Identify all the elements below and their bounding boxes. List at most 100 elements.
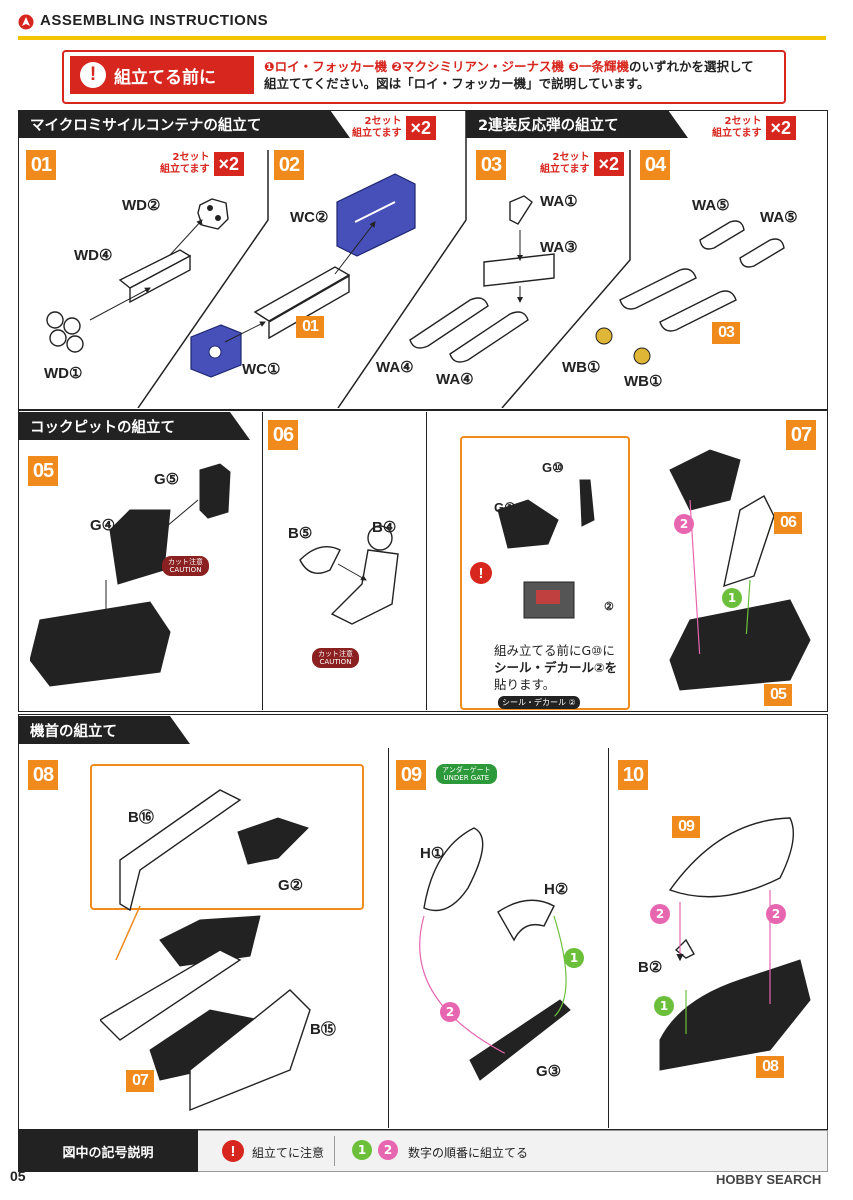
x2-mult: ×2 [213,152,245,176]
step-ref-06: 06 [774,512,802,534]
step-ref-09: 09 [672,816,700,838]
part-label: WB① [624,373,663,390]
watermark-brand: HOBBY SEARCH [716,1172,822,1187]
part-g1-icon [497,499,559,549]
notice-label-text: 組立てる前に [114,67,216,88]
seal-chip-label: シール・デカール [502,698,566,707]
part-label: WA④ [436,371,474,388]
row3-divider-b [608,748,609,1128]
order-badge-1: 1 [654,996,674,1016]
part-wa3-icon [483,253,555,287]
step-number-08: 08 [28,760,58,790]
part-wb1-icon [595,327,651,365]
step-ref-08: 08 [756,1056,784,1078]
order-badge-2: 2 [674,514,694,534]
caution-tag: カット注意 CAUTION [312,648,359,668]
legend-title: 図中の記号説明 [18,1130,198,1172]
part-wd2-icon [197,198,229,230]
tip-box [460,436,630,710]
part-label: WA④ [376,359,414,376]
part-h2-windshield-icon [497,899,555,942]
part-wc1-icon [190,324,242,378]
part-label: B⑤ [288,525,313,542]
step-ref-03: 03 [712,322,740,344]
part-label: H② [544,881,569,898]
step07-diagram [669,449,811,691]
notice-text: ❶ロイ・フォッカー機 ❷マクシミリアン・ジーナス機 ❸一条輝機のいずれかを選択し… [264,58,774,92]
order-badge-2: 2 [440,1002,460,1022]
step-number-03: 03 [476,150,506,180]
missile-x2-badge: 2セット 組立てます ×2 [352,116,437,140]
order-badge-2: 2 [378,1140,398,1160]
part-label: G① [494,500,516,515]
part-tub-icon [669,599,811,691]
order-badge-1: 1 [352,1140,372,1160]
legend-separator [334,1136,335,1166]
seal-chip-number: ② [568,698,576,707]
step-number-09: 09 [396,760,426,790]
step-number-06: 06 [268,420,298,450]
sets-label: 2セット 組立てます [540,152,590,175]
page-header-title: ASSEMBLING INSTRUCTIONS [40,12,269,29]
step-ref-05: 05 [764,684,792,706]
step10-diagram [659,817,811,1071]
reactive-x2-badge: 2セット 組立てます ×2 [712,116,797,140]
seal-callout: ② [604,601,614,613]
part-nose-assembly-icon [100,915,311,1112]
section-title-cockpit: コックピットの組立て [18,412,250,440]
row3-divider-a [388,748,389,1128]
part-wd1-icon [46,311,84,353]
part-label: WC① [242,361,281,378]
part-label: WA① [540,193,578,210]
exclamation-icon: ! [470,562,492,584]
notice-line2: 組立ててください。図は「ロイ・フォッカー機」で説明しています。 [264,76,650,91]
part-label: WC② [290,209,329,226]
part-b4-pilot-icon [330,525,399,625]
step-number-05: 05 [28,456,58,486]
part-wa1-icon [509,195,533,225]
x2-mult: ×2 [405,116,437,140]
part-label: WA⑤ [760,209,798,226]
seal-panel-icon [523,581,575,619]
step-ref-07: 07 [126,1070,154,1092]
step06-diagram [299,525,399,625]
part-wa4-icon [409,297,529,363]
part-g3-frame-icon [469,999,571,1081]
step09-diagram [419,827,571,1081]
step08-diagram [100,789,311,1112]
x2-mult: ×2 [765,116,797,140]
part-g4-icon [109,509,171,585]
step01-diagram [46,198,229,353]
caution-tag: カット注意 CAUTION [162,556,209,576]
part-label: G⑤ [154,471,180,488]
part-label: WD② [122,197,161,214]
exclamation-icon: ! [80,62,106,88]
legend-order-text: 数字の順番に組立てる [408,1146,529,1160]
part-pilot-icon [723,495,775,588]
step04-diagram [595,220,785,365]
part-g2-icon [237,817,309,865]
part-label: G③ [536,1063,562,1080]
part-wc2-icon [336,173,416,257]
x2-mult: ×2 [593,152,625,176]
part-h1-canopy-icon [423,827,484,912]
step03-diagram [409,195,555,363]
tip-line2: シール・デカール②を [494,660,618,675]
row1-dividers [137,110,631,408]
step-number-04: 04 [640,150,670,180]
part-g7-icon [30,601,171,687]
sets-label: 2セット 組立てます [160,152,210,175]
part-label: WD① [44,365,83,382]
part-label: WA③ [540,239,578,256]
step-number-10: 10 [618,760,648,790]
row2-divider-b [426,412,427,710]
sets-label: 2セット 組立てます [712,116,762,139]
exclamation-icon: ! [222,1140,244,1162]
part-canopy-icon [668,817,795,898]
page-number: 05 [10,1168,26,1184]
part-label: B② [638,959,663,976]
step-number-07: 07 [786,420,816,450]
step03-x2-badge: 2セット 組立てます ×2 [540,152,625,176]
tip-line3: 貼ります。 [494,677,556,692]
section-title-nose: 機首の組立て [18,716,190,744]
